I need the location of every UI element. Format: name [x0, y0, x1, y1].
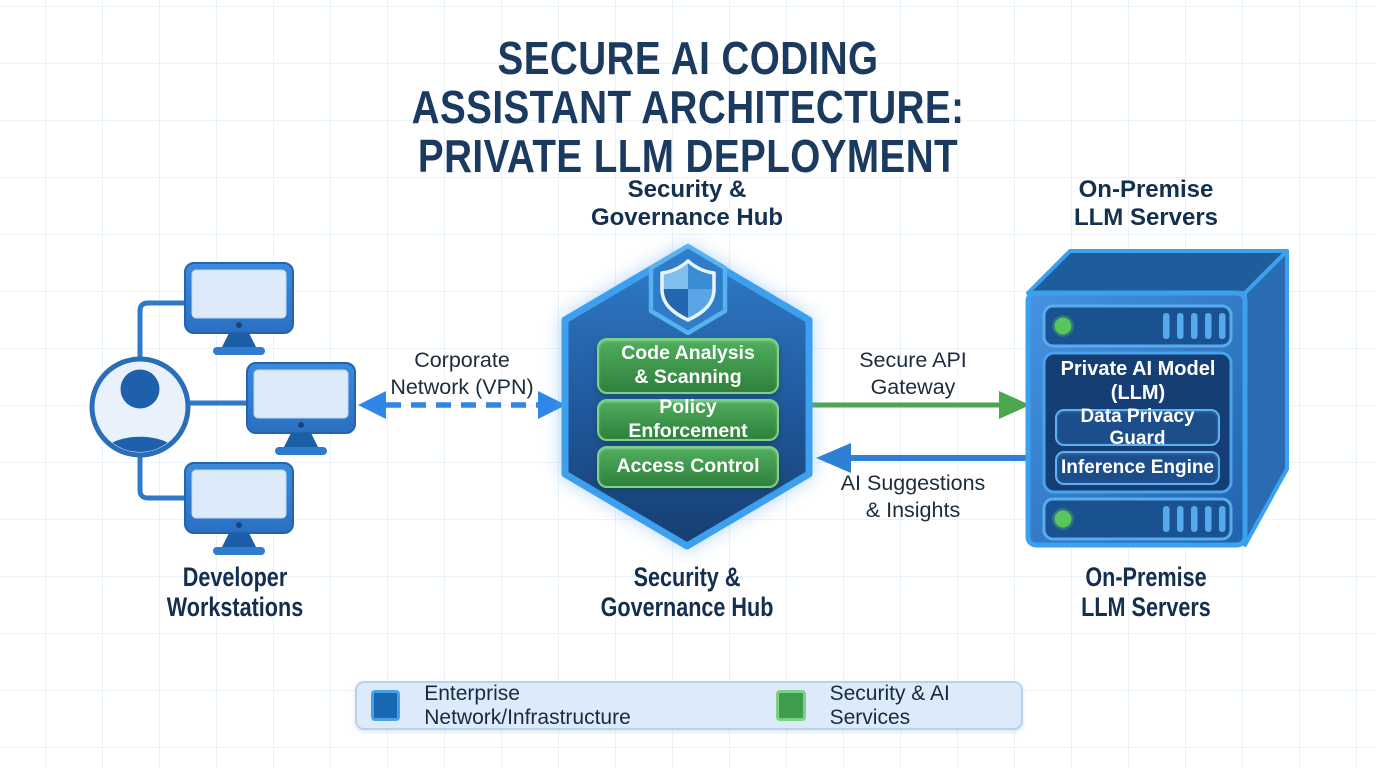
- legend-swatch-blue: [371, 690, 401, 721]
- shield-icon: [648, 243, 728, 336]
- server-vent-slats: [1163, 506, 1226, 532]
- legend: Enterprise Network/Infrastructure Securi…: [355, 681, 1023, 730]
- workstations-group: [89, 262, 356, 556]
- server-slat-panel-bottom: [1042, 497, 1233, 541]
- server-slat-panel-top: [1042, 304, 1233, 348]
- monitor-icon: [184, 462, 294, 556]
- api-gateway-label: Secure API Gateway: [859, 348, 967, 399]
- workstations-label-bottom: Developer Workstations: [166, 562, 304, 623]
- hub-label-top: Security & Governance Hub: [590, 176, 784, 232]
- status-led-green: [1054, 510, 1072, 528]
- legend-item-enterprise: Enterprise Network/Infrastructure: [371, 682, 710, 730]
- ai-suggestions-arrow: [816, 443, 1028, 473]
- legend-label: Security & AI Services: [829, 681, 950, 729]
- llm-model-title: Private AI Model (LLM): [1060, 358, 1216, 404]
- page-title: SECURE AI CODING ASSISTANT ARCHITECTURE:…: [411, 32, 965, 182]
- monitor-icon: [184, 262, 294, 356]
- status-led-green: [1054, 317, 1072, 335]
- vpn-arrow-label: Corporate Network (VPN): [390, 348, 534, 399]
- api-gateway-arrow: [812, 391, 1030, 419]
- vpn-arrow: [358, 391, 566, 419]
- server-vent-slats: [1163, 313, 1226, 339]
- component-data-privacy-guard: Data Privacy Guard: [1055, 406, 1220, 449]
- legend-swatch-green: [776, 690, 806, 721]
- user-icon: [89, 356, 191, 458]
- service-code-analysis: Code Analysis & Scanning: [597, 338, 779, 394]
- ai-suggestions-label: AI Suggestions & Insights: [840, 471, 986, 522]
- network-connector-lines: [137, 300, 251, 501]
- legend-label: Enterprise Network/Infrastructure: [424, 681, 631, 729]
- service-access-control: Access Control: [597, 446, 779, 488]
- servers-label-bottom: On-Premise LLM Servers: [1081, 562, 1211, 623]
- monitor-icon: [246, 362, 356, 456]
- hub-label-bottom: Security & Governance Hub: [600, 562, 774, 623]
- service-policy-enforcement: Policy Enforcement: [597, 396, 779, 442]
- legend-item-security-ai: Security & AI Services: [776, 682, 1021, 730]
- component-inference-engine: Inference Engine: [1055, 451, 1220, 485]
- servers-label-top: On-Premise LLM Servers: [1073, 176, 1219, 232]
